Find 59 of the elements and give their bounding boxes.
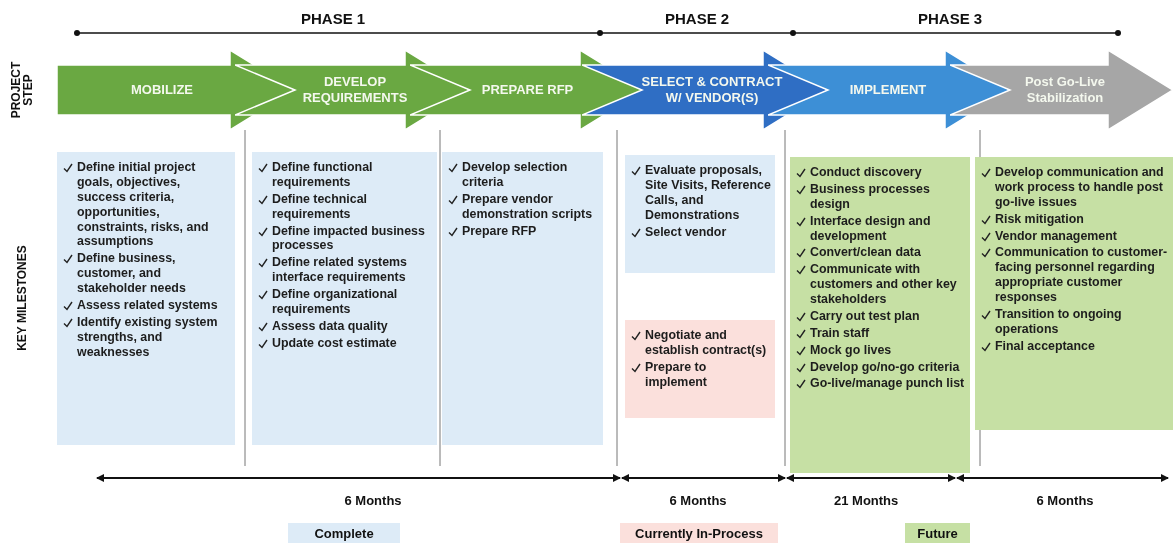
milestone-text: Assess data quality xyxy=(272,318,388,334)
phase-label: PHASE 2 xyxy=(665,10,730,27)
milestone-text: Define initial project goals, objectives, success criteria, opportunities, constraints, risks, and assumptions xyxy=(77,160,210,250)
milestone-text: Train staff xyxy=(810,325,870,341)
milestone-panel xyxy=(790,157,970,473)
milestone-text: Evaluate proposals, Site Visits, Reference Calls, and Demonstrations xyxy=(645,163,771,223)
milestone-text: Assess related systems xyxy=(77,297,218,313)
milestone-text: Conduct discovery xyxy=(810,165,922,180)
milestone-panel xyxy=(625,155,775,273)
step-label: DEVELOP REQUIREMENTS xyxy=(301,73,409,107)
milestone-text: Prepare RFP xyxy=(462,223,537,239)
milestone-text: Transition to ongoing operations xyxy=(995,306,1123,337)
legend-label: Currently In-Process xyxy=(635,525,763,541)
milestone-text: Interface design and development xyxy=(810,213,932,244)
milestone-text: Go-live/manage punch list xyxy=(810,376,965,392)
milestone-text: Develop selection criteria xyxy=(462,160,569,190)
row-header: PROJECT STEP xyxy=(10,60,34,120)
row-header: KEY MILESTONES xyxy=(16,245,28,351)
milestone-text: Define functional requirements xyxy=(272,160,374,190)
milestone-panel xyxy=(57,152,235,445)
duration-label: 6 Months xyxy=(669,493,727,508)
milestone-text: Convert/clean data xyxy=(810,245,921,261)
milestone-text: Define technical requirements xyxy=(272,191,369,222)
milestone-panel xyxy=(625,320,775,418)
milestone-text: Prepare vendor demonstration scripts xyxy=(462,191,594,222)
milestone-text: Mock go lives xyxy=(810,342,892,358)
milestone-text: Risk mitigation xyxy=(995,211,1084,227)
milestone-text: Define related systems interface requirements xyxy=(272,255,408,285)
milestone-text: Communication to customer-facing personnel regarding appropriate customer responses xyxy=(995,245,1169,305)
milestone-text: Select vendor xyxy=(645,224,727,240)
milestone-text: Negotiate and establish contract(s) xyxy=(645,328,768,358)
milestone-text: Vendor management xyxy=(995,228,1117,244)
milestone-text: Final acceptance xyxy=(995,338,1095,354)
milestone-text: Carry out test plan xyxy=(810,308,920,324)
milestone-text: Prepare to implement xyxy=(645,359,708,390)
milestone-text: Define organizational requirements xyxy=(272,287,399,317)
milestone-text: Identify existing system strengths, and weaknesses xyxy=(77,314,219,360)
step-label: Post Go-Live Stabilization xyxy=(1023,73,1107,107)
duration-label: 21 Months xyxy=(834,493,899,508)
step-label: MOBILIZE xyxy=(129,81,195,99)
duration-label: 6 Months xyxy=(344,493,402,508)
milestone-panel xyxy=(252,152,437,445)
legend-label: Future xyxy=(917,525,958,541)
milestone-panel xyxy=(975,157,1173,430)
step-label: SELECT & CONTRACT W/ VENDOR(S) xyxy=(640,73,784,107)
milestone-text: Develop go/no-go criteria xyxy=(810,359,960,375)
milestone-text: Business processes design xyxy=(810,181,931,212)
milestone-text: Define business, customer, and stakeholder needs xyxy=(77,251,187,296)
step-label: IMPLEMENT xyxy=(848,81,928,99)
step-label: PREPARE RFP xyxy=(480,81,575,99)
phase-label: PHASE 1 xyxy=(301,10,366,27)
milestone-panel xyxy=(442,152,603,445)
legend-label: Complete xyxy=(314,525,374,541)
phase-label: PHASE 3 xyxy=(918,10,983,27)
milestone-text: Communicate with customers and other key stakeholders xyxy=(810,262,958,307)
milestone-text: Develop communication and work process to handle post go-live issues xyxy=(995,165,1165,210)
milestone-text: Define impacted business processes xyxy=(272,223,426,254)
duration-label: 6 Months xyxy=(1036,493,1094,508)
milestone-text: Update cost estimate xyxy=(272,335,397,351)
